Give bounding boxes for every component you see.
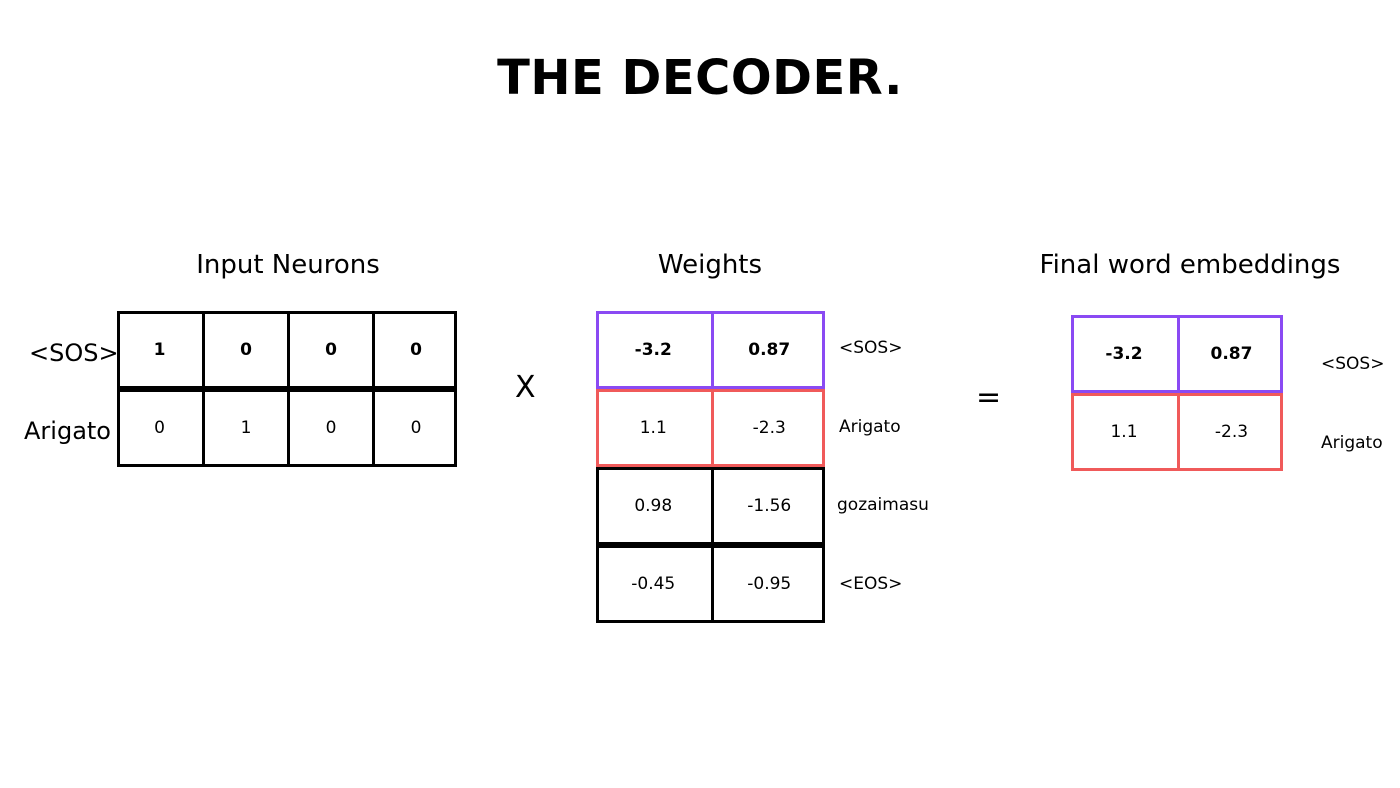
final-embeddings-label: Final word embeddings <box>1039 250 1341 280</box>
weights-matrix-cell: -1.56 <box>710 467 826 545</box>
input-matrix-cell: 0 <box>202 311 287 389</box>
output-matrix-cell: 1.1 <box>1110 422 1138 442</box>
weights-matrix-cell: -3.2 <box>634 340 672 360</box>
weights-matrix-cell: -2.3 <box>710 389 826 467</box>
input-matrix-cell: 0 <box>287 389 372 467</box>
output-matrix-cell: 0.87 <box>1177 315 1283 393</box>
input-matrix-cell: 0 <box>372 389 457 467</box>
weights-matrix-cell: -0.95 <box>710 545 826 623</box>
input-matrix-cell: 0 <box>372 311 457 389</box>
output-matrix-cell: -3.2 <box>1105 344 1143 364</box>
input-matrix-cell: 0 <box>154 418 165 438</box>
weights-label: Weights <box>657 250 763 280</box>
input-matrix-cell: 1 <box>202 389 287 467</box>
equals-operator: = <box>976 380 1002 415</box>
output-matrix-cell: -2.3 <box>1177 393 1283 471</box>
input-row-label-sos: <SOS> <box>29 339 119 367</box>
page-title: THE DECODER. <box>497 50 903 106</box>
weights-row-label-gozaimasu: gozaimasu <box>837 495 929 515</box>
weights-row-label-eos: <EOS> <box>839 574 903 594</box>
weights-row-label-arigato: Arigato <box>839 417 901 437</box>
weights-matrix-cell: -0.45 <box>631 574 676 594</box>
input-matrix-cell: 0 <box>287 311 372 389</box>
input-row-label-arigato: Arigato <box>24 417 111 445</box>
weights-matrix-cell: 1.1 <box>639 418 667 438</box>
input-neurons-label: Input Neurons <box>196 250 380 280</box>
input-matrix-cell: 1 <box>153 340 166 360</box>
output-row-label-sos: <SOS> <box>1321 354 1385 374</box>
weights-matrix-cell: 0.87 <box>710 311 826 389</box>
weights-row-label-sos: <SOS> <box>839 338 903 358</box>
output-row-label-arigato: Arigato <box>1321 433 1383 453</box>
weights-matrix-cell: 0.98 <box>634 496 673 516</box>
multiply-operator: X <box>515 370 536 405</box>
